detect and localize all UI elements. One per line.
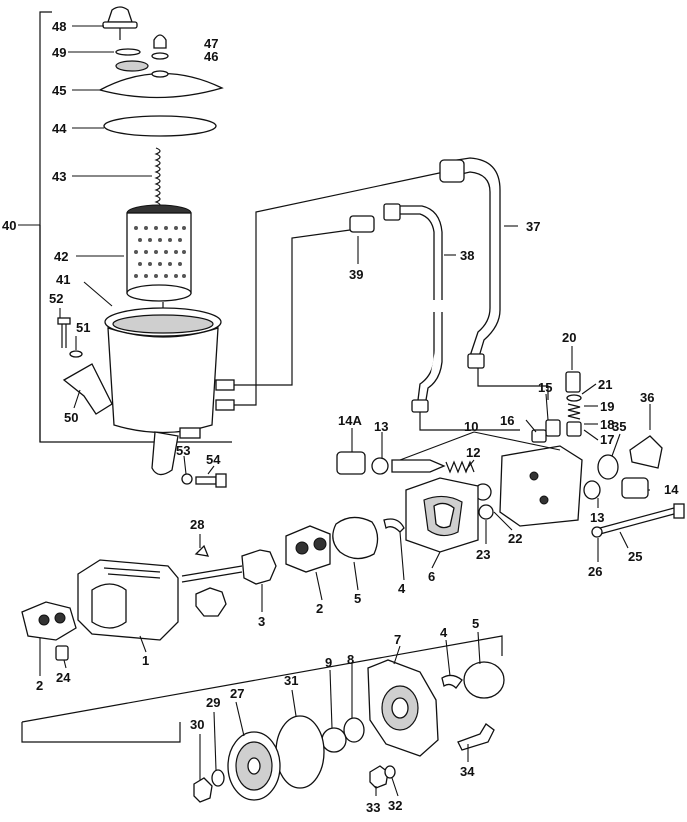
filter-spring-part [154, 147, 161, 209]
callout-49: 49 [52, 45, 66, 60]
callout-50: 50 [64, 410, 78, 425]
callout-37: 37 [526, 219, 540, 234]
callout-25: 25 [628, 549, 642, 564]
callout-45: 45 [52, 83, 66, 98]
callout-5-lower: 5 [472, 616, 479, 631]
pump-body-part [367, 659, 439, 757]
callout-labels: 48 47 49 46 45 44 43 40 42 37 38 39 41 5… [2, 19, 679, 815]
callout-5-upper: 5 [354, 591, 361, 606]
filter-element-part [126, 204, 192, 302]
callout-12: 12 [466, 445, 480, 460]
callout-3: 3 [258, 614, 265, 629]
body-lock-washer-part [384, 765, 396, 779]
callout-23: 23 [476, 547, 490, 562]
callout-8: 8 [347, 652, 354, 667]
pump-housing-part [77, 559, 179, 641]
callout-24: 24 [56, 670, 71, 685]
drive-gear-part [227, 731, 281, 801]
body-nut-part [369, 765, 389, 789]
lower-group-link-line [21, 635, 503, 723]
cap-nut-part [151, 34, 169, 60]
callout-32: 32 [388, 798, 402, 813]
callout-17: 17 [600, 432, 614, 447]
callout-38: 38 [460, 248, 474, 263]
callout-6: 6 [428, 569, 435, 584]
cover-gasket-part [103, 115, 217, 137]
callout-13-lower: 13 [590, 510, 604, 525]
pump-cover-part [499, 445, 601, 527]
pressure-plate-part [405, 477, 479, 553]
rotor-ring-parts [285, 516, 405, 573]
callout-27: 27 [230, 686, 244, 701]
callout-26: 26 [588, 564, 602, 579]
callout-31: 31 [284, 673, 298, 688]
callout-10: 10 [464, 419, 478, 434]
callout-1: 1 [142, 653, 149, 668]
callout-29: 29 [206, 695, 220, 710]
callout-16: 16 [500, 413, 514, 428]
callout-18: 18 [600, 417, 614, 432]
leader-lines [18, 25, 651, 797]
cap-seal-part [115, 48, 141, 56]
body-seal-part [343, 717, 365, 743]
pressure-seal-part [478, 504, 494, 520]
callout-53: 53 [176, 443, 190, 458]
clamp-bolt-part [57, 317, 83, 358]
reservoir-cover-part [98, 60, 224, 99]
callout-19: 19 [600, 399, 614, 414]
callout-42: 42 [54, 249, 68, 264]
callout-20: 20 [562, 330, 576, 345]
body-bolt-part [457, 723, 495, 751]
bearing-plate-part [21, 601, 77, 661]
lower-seal-5-part [463, 661, 505, 699]
callout-54: 54 [206, 452, 221, 467]
callout-28: 28 [190, 517, 204, 532]
callout-35: 35 [612, 419, 626, 434]
callout-9: 9 [325, 655, 332, 670]
callout-43: 43 [52, 169, 66, 184]
callout-34: 34 [460, 764, 475, 779]
hoses-and-leaders [234, 157, 549, 431]
callout-4-lower: 4 [440, 625, 448, 640]
callout-33: 33 [366, 800, 380, 815]
callout-51: 51 [76, 320, 90, 335]
reservoir-clamp-part [62, 363, 113, 415]
pump-shaft-gear-part [181, 544, 277, 617]
callout-21: 21 [598, 377, 612, 392]
gear-nut-part [193, 777, 213, 803]
callout-41: 41 [56, 272, 70, 287]
callout-52: 52 [49, 291, 63, 306]
callout-44: 44 [52, 121, 67, 136]
body-o-ring-part [275, 715, 325, 789]
lower-group-bracket [21, 722, 181, 743]
callout-2-lower: 2 [36, 678, 43, 693]
callout-15: 15 [538, 380, 552, 395]
callout-14A: 14A [338, 413, 362, 428]
control-valve-parts [336, 371, 663, 499]
callout-48: 48 [52, 19, 66, 34]
callout-36: 36 [640, 390, 654, 405]
callout-7: 7 [394, 632, 401, 647]
callout-22: 22 [508, 531, 522, 546]
callout-47: 47 [204, 36, 218, 51]
callout-14: 14 [664, 482, 679, 497]
callout-4-upper: 4 [398, 581, 406, 596]
callout-2-upper: 2 [316, 601, 323, 616]
callout-30: 30 [190, 717, 204, 732]
reservoir-body-part [104, 302, 235, 476]
shaft-seal-part [321, 727, 347, 753]
reservoir-cap-part [102, 6, 138, 40]
callout-46: 46 [204, 49, 218, 64]
callout-13-upper: 13 [374, 419, 388, 434]
gear-washer-part [211, 769, 225, 787]
callout-39: 39 [349, 267, 363, 282]
lower-seal-4-part [441, 674, 463, 689]
callout-40: 40 [2, 218, 16, 233]
through-bolt-part [591, 503, 685, 538]
reservoir-group-bracket [39, 11, 232, 443]
mount-bolt-part [181, 473, 227, 488]
